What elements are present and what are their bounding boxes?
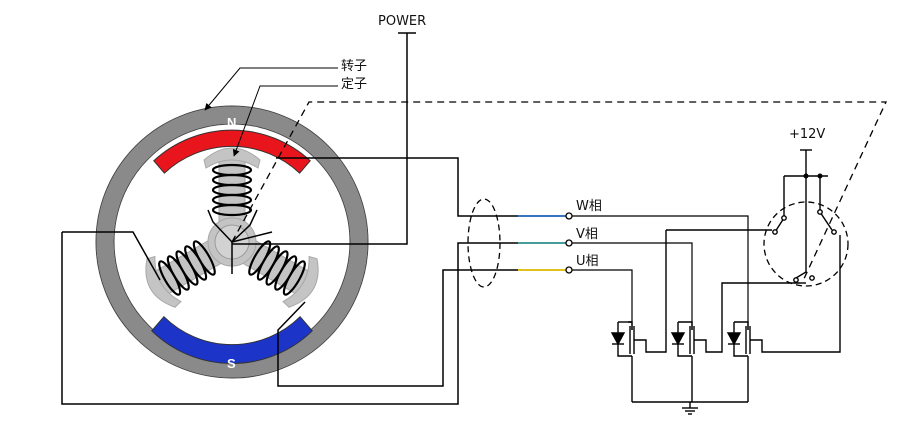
supply-label: +12V <box>789 127 826 142</box>
terminal-u <box>565 266 573 274</box>
stator-callout-line <box>232 85 338 157</box>
ground-icon <box>682 407 698 415</box>
winding-right <box>248 240 306 296</box>
power-wire <box>232 33 408 245</box>
rotor-label: 转子 <box>341 59 368 74</box>
stator-label: 定子 <box>341 77 368 92</box>
phase-w-wire <box>276 157 518 217</box>
hall-sensor-switches <box>666 149 837 284</box>
motor-housing-ring <box>96 106 368 378</box>
phase-v-wire <box>62 231 161 281</box>
sensor-group-outline <box>763 201 849 287</box>
rotor-callout-line <box>204 67 338 111</box>
rotor-north-pole <box>153 129 311 174</box>
winding-left <box>158 240 216 296</box>
phase-u-wire <box>277 269 518 387</box>
rotor-south-pole <box>151 315 313 364</box>
mosfet-2 <box>670 282 800 402</box>
terminal-v <box>565 239 573 247</box>
star-connection <box>207 209 273 274</box>
winding-top <box>211 163 253 217</box>
phase-v-label: V相 <box>576 227 598 242</box>
cable-bundle-outline <box>467 198 501 288</box>
terminal-w <box>565 212 573 220</box>
power-label: POWER <box>378 14 427 29</box>
mosfet-bank <box>610 230 841 408</box>
north-pole-label: N <box>227 115 237 130</box>
mosfet-3 <box>726 235 841 402</box>
sensor-linkage-dashed <box>231 101 888 284</box>
south-pole-label: S <box>227 356 236 371</box>
mosfet-1 <box>610 230 667 402</box>
phase-w-label: W相 <box>576 199 602 214</box>
phase-u-label: U相 <box>576 254 599 269</box>
